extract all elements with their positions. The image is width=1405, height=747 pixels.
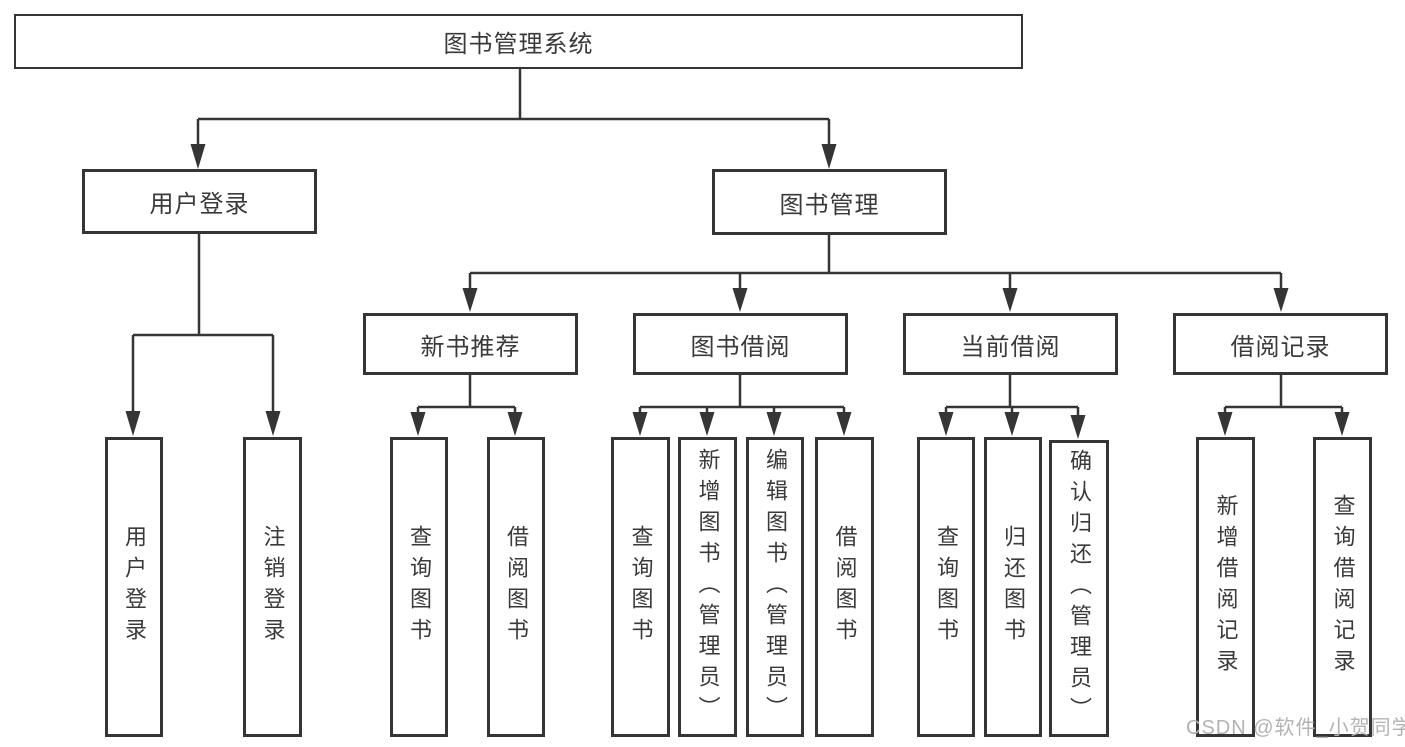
- leaf-logout-label: 注销登录: [260, 525, 286, 649]
- arrowhead: [125, 411, 141, 436]
- edge-current-borrow-to-children: [938, 375, 1086, 439]
- arrowhead: [938, 412, 954, 436]
- edge-new-book-recommend-to-children: [410, 375, 523, 436]
- arrowhead: [1070, 415, 1086, 439]
- leaf-add-book-admin: 新增图书（管理员）: [678, 437, 737, 737]
- arrowhead: [1273, 288, 1289, 312]
- leaf-edit-book-admin-label: 编辑图书（管理员）: [763, 447, 788, 727]
- node-book-management-label: 图书管理: [779, 191, 880, 219]
- arrowhead: [507, 412, 523, 436]
- arrowhead: [1334, 412, 1350, 436]
- edge-root-to-level2: [190, 69, 837, 169]
- node-new-book-recommend-label: 新书推荐: [420, 333, 521, 361]
- leaf-query-borrow-record-label: 查询借阅记录: [1330, 494, 1356, 680]
- leaf-borrow-query-books: 查询图书: [611, 437, 670, 737]
- arrowhead: [265, 411, 281, 436]
- arrowhead: [1002, 288, 1018, 312]
- node-book-management: 图书管理: [712, 169, 947, 235]
- edge-borrow-records-to-children: [1217, 375, 1350, 436]
- leaf-recommend-query-books-label: 查询图书: [407, 525, 432, 649]
- edge-book-management-to-sections: [462, 235, 1289, 312]
- node-new-book-recommend: 新书推荐: [363, 313, 578, 375]
- leaf-recommend-query-books: 查询图书: [390, 437, 448, 737]
- leaf-borrow-books: 借阅图书: [815, 437, 874, 737]
- edge-user-login-to-children: [125, 233, 281, 436]
- arrowhead: [1004, 412, 1020, 436]
- leaf-add-borrow-record: 新增借阅记录: [1196, 437, 1255, 737]
- node-borrow-records: 借阅记录: [1173, 313, 1388, 375]
- arrowhead: [766, 412, 782, 436]
- arrowhead: [462, 288, 478, 312]
- node-current-borrow-label: 当前借阅: [960, 333, 1061, 361]
- leaf-user-login: 用户登录: [105, 437, 163, 737]
- arrowhead: [632, 412, 648, 436]
- leaf-recommend-borrow-books: 借阅图书: [487, 437, 545, 737]
- leaf-edit-book-admin: 编辑图书（管理员）: [746, 437, 804, 737]
- leaf-add-borrow-record-label: 新增借阅记录: [1213, 494, 1239, 680]
- leaf-borrow-query-books-label: 查询图书: [628, 525, 654, 649]
- node-user-login-group: 用户登录: [82, 169, 317, 234]
- arrowhead: [699, 412, 715, 436]
- leaf-confirm-return-admin: 确认归还（管理员）: [1049, 440, 1109, 737]
- edge-book-borrow-to-children: [632, 375, 852, 436]
- node-user-login-group-label: 用户登录: [149, 191, 250, 218]
- leaf-borrow-books-label: 借阅图书: [832, 525, 858, 649]
- arrowhead: [1217, 412, 1233, 436]
- arrowhead: [821, 144, 837, 169]
- watermark: CSDN @软件_小贺同学: [1186, 717, 1405, 739]
- node-root: 图书管理系统: [14, 14, 1023, 69]
- leaf-return-book: 归还图书: [984, 437, 1042, 737]
- leaf-current-query-books: 查询图书: [917, 437, 975, 737]
- leaf-add-book-admin-label: 新增图书（管理员）: [695, 447, 721, 727]
- node-borrow-records-label: 借阅记录: [1230, 333, 1331, 361]
- arrowhead: [190, 144, 206, 169]
- node-current-borrow: 当前借阅: [903, 313, 1118, 375]
- arrowhead: [410, 412, 426, 436]
- node-root-label: 图书管理系统: [443, 31, 594, 58]
- leaf-current-query-books-label: 查询图书: [934, 525, 959, 649]
- leaf-user-login-label: 用户登录: [122, 525, 147, 649]
- leaf-logout: 注销登录: [243, 437, 302, 737]
- node-book-borrow: 图书借阅: [633, 313, 848, 375]
- arrowhead: [732, 288, 748, 312]
- leaf-confirm-return-admin-label: 确认归还（管理员）: [1067, 449, 1092, 728]
- node-book-borrow-label: 图书借阅: [690, 333, 791, 361]
- leaf-return-book-label: 归还图书: [1001, 525, 1026, 649]
- arrowhead: [836, 412, 852, 436]
- leaf-query-borrow-record: 查询借阅记录: [1313, 437, 1372, 737]
- leaf-recommend-borrow-books-label: 借阅图书: [504, 525, 529, 649]
